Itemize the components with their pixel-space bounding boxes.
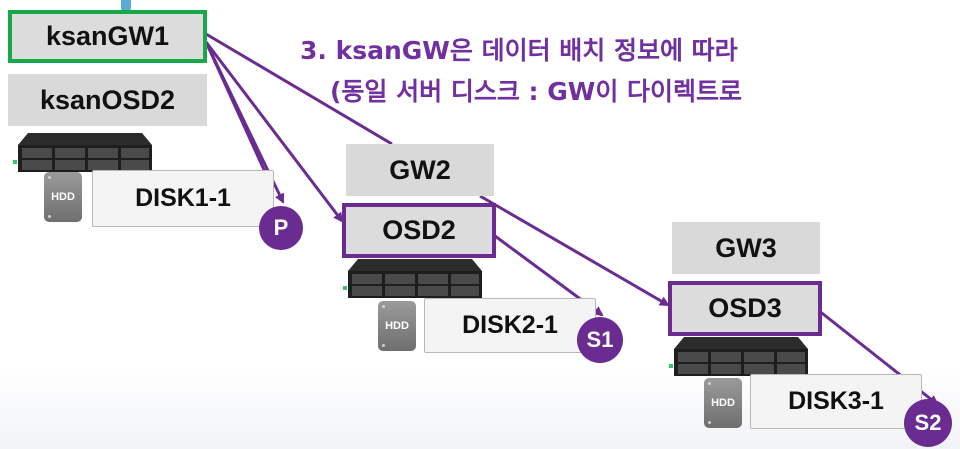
badge-secondary-1: S1 (577, 317, 623, 363)
disk2-card: DISK2-1 (424, 298, 596, 353)
disk3-card: DISK3-1 (750, 374, 922, 429)
server-1-led (13, 160, 17, 164)
caption-line-2: (동일 서버 디스크 : GW이 다이렉트로 (330, 77, 743, 106)
caption-line-1: 3. ksanGW은 데이터 배치 정보에 따라 (300, 36, 738, 65)
gw3-node: GW3 (672, 222, 820, 274)
osd3-node: OSD3 (668, 281, 822, 336)
arrow-gw1-to-osd2 (204, 41, 344, 223)
osd2-node: OSD2 (342, 203, 496, 258)
arrow-gw1-to-disk1-b (204, 41, 272, 185)
server-3-led (669, 364, 673, 368)
osd-left-node: ksanOSD2 (8, 74, 207, 126)
connector-stub (121, 0, 131, 12)
server-2-icon (348, 259, 482, 298)
arrow-gw1-to-gw2 (205, 32, 393, 146)
gw1-node: ksanGW1 (8, 10, 207, 63)
hdd-icon: HDD (44, 172, 82, 222)
server-2-led (343, 286, 347, 290)
disk1-card: DISK1-1 (92, 170, 274, 227)
badge-primary: P (259, 206, 303, 250)
server-3-icon (674, 337, 808, 376)
server-1-icon (18, 133, 152, 172)
badge-secondary-2: S2 (904, 399, 952, 447)
arrow-gw2-to-osd3 (479, 194, 670, 307)
hdd-icon: HDD (378, 301, 416, 351)
hdd-icon: HDD (704, 378, 742, 428)
gw2-node: GW2 (346, 144, 494, 196)
